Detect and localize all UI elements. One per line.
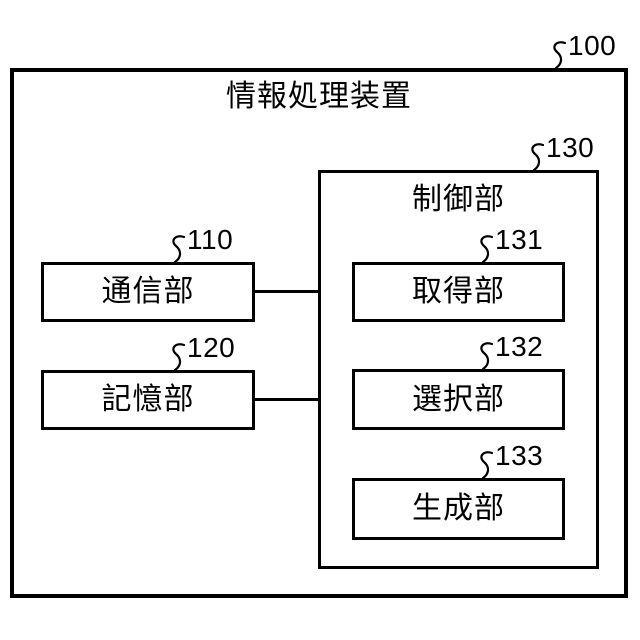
lead-line-squiggle-icon — [480, 235, 493, 263]
acquisition-unit-box: 取得部 — [352, 262, 565, 322]
ref-number-storage-unit: 120 — [187, 332, 236, 363]
ref-number-selection-unit: 132 — [495, 331, 544, 362]
ref-number-generation-unit: 133 — [495, 440, 544, 471]
ref-number-device: 100 — [568, 30, 617, 61]
storage-unit-box: 記憶部 — [41, 370, 255, 430]
ref-number-communication-unit: 110 — [187, 224, 234, 255]
selection-unit-label: 選択部 — [412, 382, 505, 416]
generation-unit-label: 生成部 — [412, 492, 505, 525]
ref-number-acquisition-unit: 131 — [495, 224, 544, 255]
connector-line-storage-to-control — [253, 398, 320, 401]
connector-line-communication-to-control — [253, 290, 320, 293]
communication-unit-box: 通信部 — [41, 262, 255, 322]
selection-unit-box: 選択部 — [352, 369, 565, 430]
communication-unit-label: 通信部 — [101, 275, 195, 308]
generation-unit-box: 生成部 — [352, 478, 565, 540]
lead-line-squiggle-icon — [172, 343, 185, 371]
control-unit-title: 制御部 — [412, 183, 505, 216]
lead-line-squiggle-icon — [480, 342, 493, 370]
lead-line-squiggle-icon — [172, 235, 185, 263]
lead-line-squiggle-icon — [553, 41, 566, 69]
acquisition-unit-label: 取得部 — [412, 275, 505, 308]
device-title: 情報処理装置 — [226, 80, 412, 113]
ref-number-control-unit: 130 — [546, 132, 595, 163]
storage-unit-label: 記憶部 — [101, 383, 195, 416]
lead-line-squiggle-icon — [531, 143, 544, 171]
lead-line-squiggle-icon — [480, 451, 493, 479]
